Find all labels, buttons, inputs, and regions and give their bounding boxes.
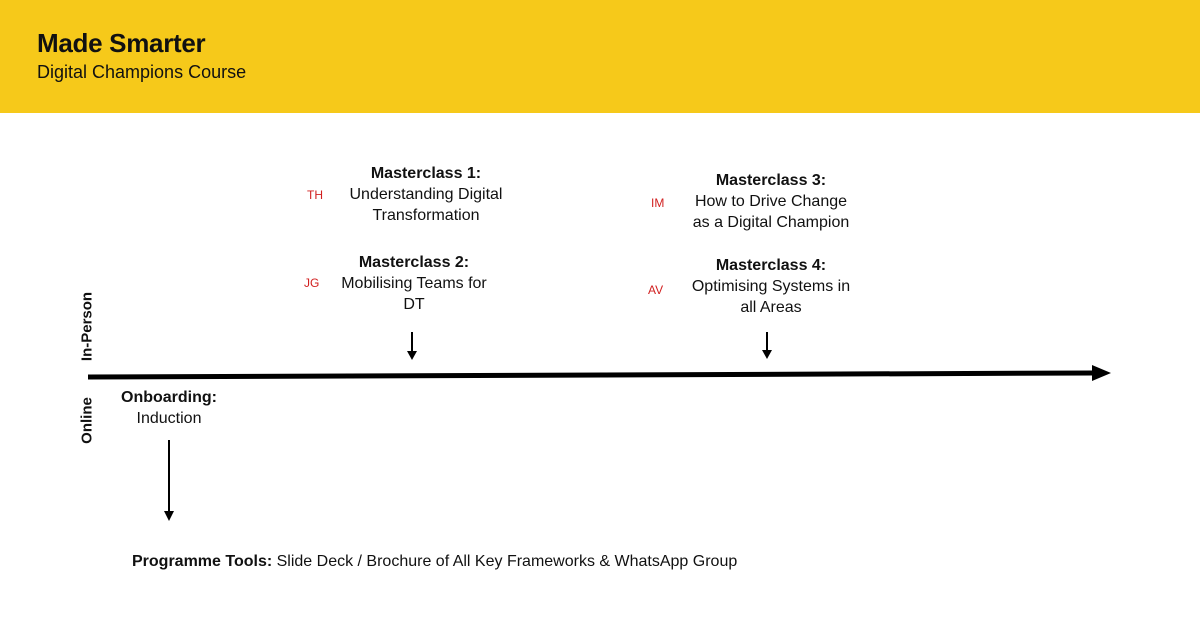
mc1-title: Masterclass 1: — [370, 165, 482, 182]
programme-tools-text: Slide Deck / Brochure of All Key Framewo… — [272, 553, 738, 570]
masterclass-3: Masterclass 3: How to Drive Change as a … — [671, 170, 871, 233]
mc3-initials: IM — [651, 196, 665, 210]
page-title: Made Smarter — [37, 28, 206, 58]
online-label: Online — [78, 397, 96, 444]
mc3-title: Masterclass 3: — [715, 172, 827, 189]
masterclass-2: Masterclass 2: Mobilising Teams for DT — [314, 252, 514, 315]
header-banner: Made Smarter Digital Champions Course — [0, 0, 1200, 113]
mc2-description: Mobilising Teams for DT — [341, 275, 487, 313]
timeline-axis — [87, 370, 1095, 380]
page-subtitle: Digital Champions Course — [37, 62, 247, 82]
mc4-description: Optimising Systems in all Areas — [691, 278, 851, 316]
programme-tools-label: Programme Tools: — [132, 553, 273, 570]
onboarding-title: Onboarding: — [121, 389, 217, 406]
mc2-connector-arrowhead — [407, 351, 417, 360]
mc1-description: Understanding Digital Transformation — [349, 186, 503, 224]
onboarding-connector-arrowhead — [164, 511, 174, 521]
onboarding-description: Induction — [136, 410, 202, 427]
mc2-title: Masterclass 2: — [358, 254, 470, 271]
mc4-title: Masterclass 4: — [715, 257, 827, 274]
programme-tools: Programme Tools: Slide Deck / Brochure o… — [132, 553, 737, 571]
mc1-initials: TH — [307, 188, 323, 202]
mc4-initials: AV — [648, 283, 664, 297]
masterclass-1: Masterclass 1: Understanding Digital Tra… — [326, 163, 526, 226]
timeline-arrowhead — [1092, 365, 1111, 381]
mc4-connector-arrowhead — [762, 350, 772, 359]
mc3-description: How to Drive Change as a Digital Champio… — [692, 193, 850, 231]
in-person-label: In-Person — [78, 291, 96, 362]
mc2-initials: JG — [304, 276, 320, 290]
masterclass-4: Masterclass 4: Optimising Systems in all… — [671, 255, 871, 318]
onboarding: Onboarding: Induction — [99, 387, 239, 429]
